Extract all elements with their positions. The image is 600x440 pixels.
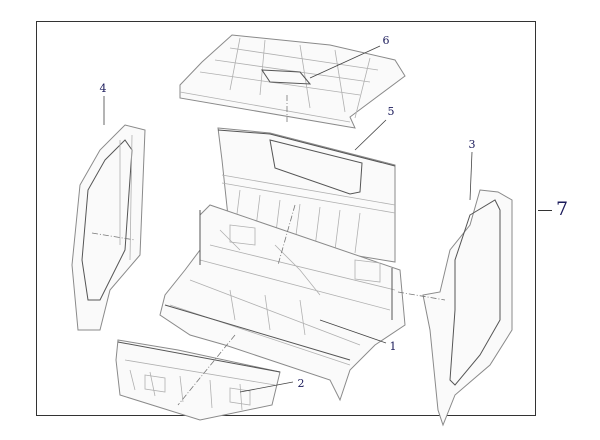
assembly-axes: [91, 95, 446, 406]
callout-1: 1: [386, 340, 400, 354]
right-side-frame-part: [422, 189, 513, 427]
diagram-frame: [36, 21, 536, 416]
roof-part: [179, 34, 406, 129]
callout-4: 4: [96, 82, 110, 96]
floor-part: [159, 204, 406, 402]
assembly-number: 7: [556, 198, 569, 220]
leader-lines: [103, 45, 473, 393]
callout-2: 2: [294, 377, 308, 391]
callout-3: 3: [465, 138, 479, 152]
callout-6: 6: [379, 34, 393, 48]
assembly-bracket-tick: [538, 210, 552, 211]
left-side-frame-part: [71, 124, 146, 331]
callout-5: 5: [384, 105, 398, 119]
